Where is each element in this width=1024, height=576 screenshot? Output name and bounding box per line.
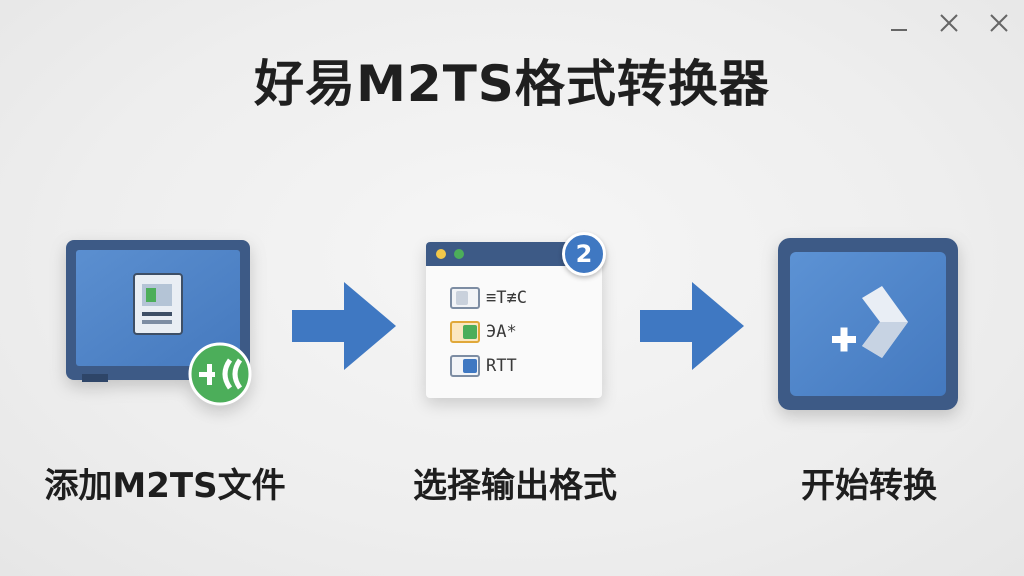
page-title: 好易M2TS格式转换器: [254, 55, 770, 113]
format-option-2-label: ЭA*: [486, 322, 517, 342]
convert-play-icon: [778, 238, 958, 410]
step-label-start-convert: 开始转换: [801, 466, 937, 506]
minimize-button[interactable]: [888, 12, 910, 34]
format-option-2[interactable]: ЭA*: [450, 320, 517, 344]
format-option-2-checkbox[interactable]: [450, 321, 480, 343]
green-dot-icon: [454, 249, 464, 259]
format-option-3-label: RTT: [486, 356, 517, 376]
format-option-3[interactable]: RTT: [450, 354, 517, 378]
minimize-icon: [891, 29, 907, 31]
step-label-choose-format: 选择输出格式: [413, 466, 617, 506]
format-option-1-label: ≡T≢C: [486, 288, 527, 308]
close-button[interactable]: [988, 12, 1010, 34]
yellow-dot-icon: [436, 249, 446, 259]
format-option-3-checkbox[interactable]: [450, 355, 480, 377]
step-add-files[interactable]: [62, 236, 262, 416]
format-option-1[interactable]: ≡T≢C: [450, 286, 527, 310]
step-label-add-files: 添加M2TS文件: [44, 466, 286, 506]
step-number-badge: 2: [562, 232, 606, 276]
arrow-right-icon: [292, 282, 396, 370]
arrow-right-icon: [640, 282, 744, 370]
monitor-file-icon: [66, 240, 252, 406]
format-option-1-checkbox[interactable]: [450, 287, 480, 309]
close-icon: [990, 14, 1008, 32]
window-controls: [888, 12, 1010, 34]
close-icon: [940, 14, 958, 32]
step-start-convert[interactable]: [776, 236, 962, 416]
maximize-button[interactable]: [938, 12, 960, 34]
